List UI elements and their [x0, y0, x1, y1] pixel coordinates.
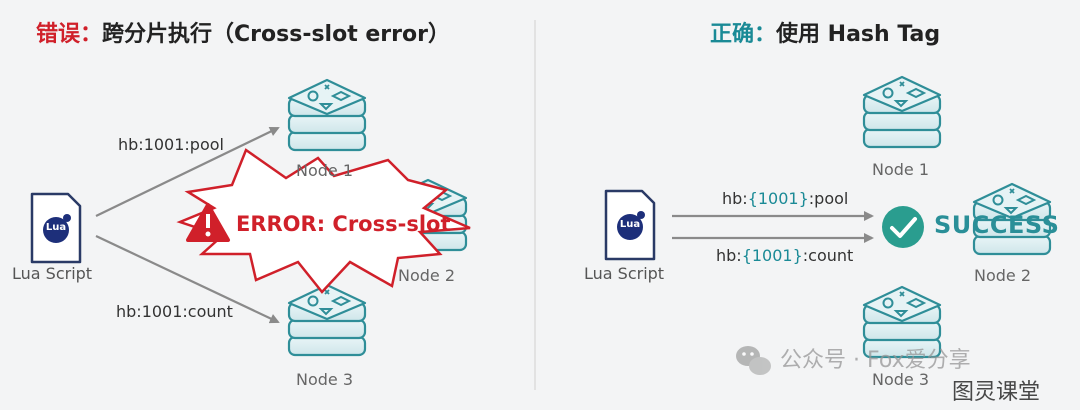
check-circle-icon [882, 206, 924, 248]
right-script-label: Lua Script [584, 264, 665, 283]
wechat-icon [736, 346, 771, 375]
right-edge-pool: hb:{1001}:pool [722, 189, 848, 208]
left-title-rest: 跨分片执行（Cross-slot error） [102, 22, 450, 47]
left-node3-label: Node 3 [296, 370, 354, 389]
arrow-to-node3 [95, 235, 280, 324]
success-text: SUCCESS [934, 211, 1060, 239]
lua-badge: Lua [45, 222, 67, 233]
watermark-corner: 图灵课堂 [952, 380, 1041, 405]
error-message: ERROR: Cross-slot [236, 212, 451, 236]
left-node2-label: Node 2 [398, 266, 456, 285]
right-title: 正确：使用 Hash Tag [710, 16, 940, 48]
arrow-to-node1 [95, 126, 280, 217]
redis-node-icon [862, 75, 942, 149]
edge-pool-hashtag: {1001} [747, 189, 809, 208]
left-script-label: Lua Script [12, 264, 93, 283]
right-title-rest: 使用 Hash Tag [776, 22, 941, 47]
lua-badge: Lua [619, 219, 641, 230]
left-edge-count: hb:1001:count [116, 302, 233, 321]
left-edge-pool: hb:1001:pool [118, 135, 224, 154]
left-node1-label: Node 1 [296, 161, 354, 180]
redis-node-icon [287, 78, 367, 152]
right-title-lead: 正确： [710, 22, 777, 47]
left-title: 错误：跨分片执行（Cross-slot error） [36, 16, 450, 48]
right-edge-count: hb:{1001}:count [716, 246, 853, 265]
right-node3-label: Node 3 [872, 370, 930, 389]
edge-count-suffix: :count [802, 246, 854, 265]
redis-node-icon [287, 283, 367, 357]
error-burst [176, 148, 471, 294]
watermark-text: 公众号 · Fox爱分享 [780, 348, 971, 373]
edge-pool-suffix: :pool [808, 189, 849, 208]
edge-pool-prefix: hb: [722, 189, 748, 208]
edge-count-prefix: hb: [716, 246, 742, 265]
warning-icon [186, 203, 230, 242]
left-title-lead: 错误： [36, 22, 103, 47]
right-node2-label: Node 2 [974, 266, 1032, 285]
edge-count-hashtag: {1001} [741, 246, 803, 265]
right-node1-label: Node 1 [872, 160, 930, 179]
